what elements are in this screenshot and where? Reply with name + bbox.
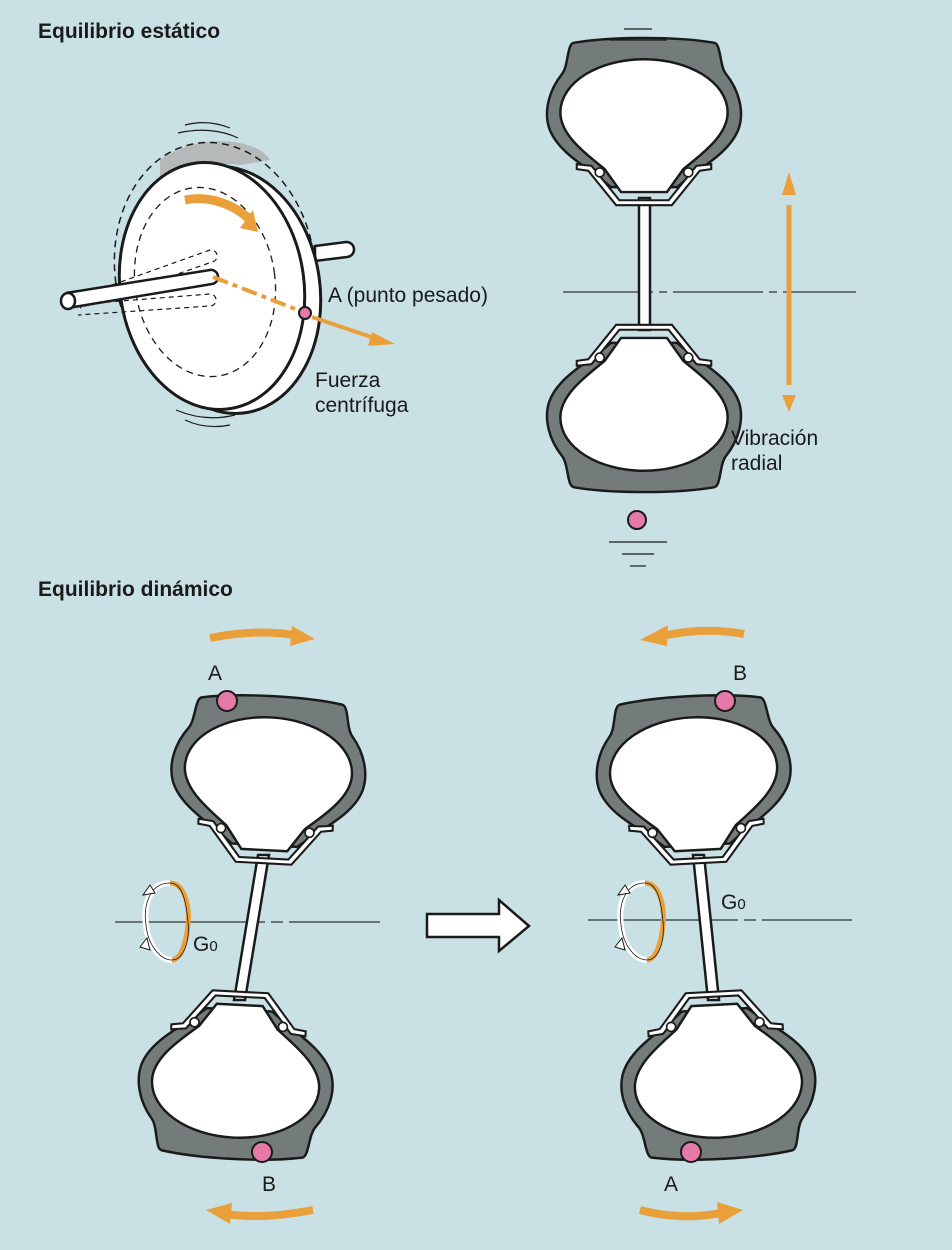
dynamic-tire-after <box>588 625 852 1224</box>
centrifugal-force-label-line1: Fuerza <box>315 369 381 392</box>
centrifugal-force-label-line2: centrífuga <box>315 394 409 417</box>
transition-arrow-icon <box>425 897 531 954</box>
before-center-sub: 0 <box>209 938 218 955</box>
before-top-point-label: A <box>208 662 223 685</box>
dynamic-balance-title: Equilibrio dinámico <box>38 578 233 601</box>
before-center-label: G0 <box>193 932 218 959</box>
after-bottom-point-label: A <box>664 1173 679 1196</box>
before-center-letter: G <box>193 933 210 956</box>
after-top-point-label: B <box>733 662 748 685</box>
static-balance-title: Equilibrio estático <box>38 20 221 43</box>
before-bottom-point-label: B <box>262 1173 277 1196</box>
radial-vibration-label-line2: radial <box>731 452 783 475</box>
after-center-letter: G <box>721 891 738 914</box>
heavy-point-label: A (punto pesado) <box>328 284 488 307</box>
after-center-sub: 0 <box>737 896 746 913</box>
static-wheel-illustration <box>59 122 395 428</box>
dynamic-tire-before <box>115 626 380 1224</box>
static-tire-section <box>545 28 856 567</box>
radial-vibration-label-line1: Vibración <box>731 427 819 450</box>
after-center-label: G0 <box>721 890 746 917</box>
